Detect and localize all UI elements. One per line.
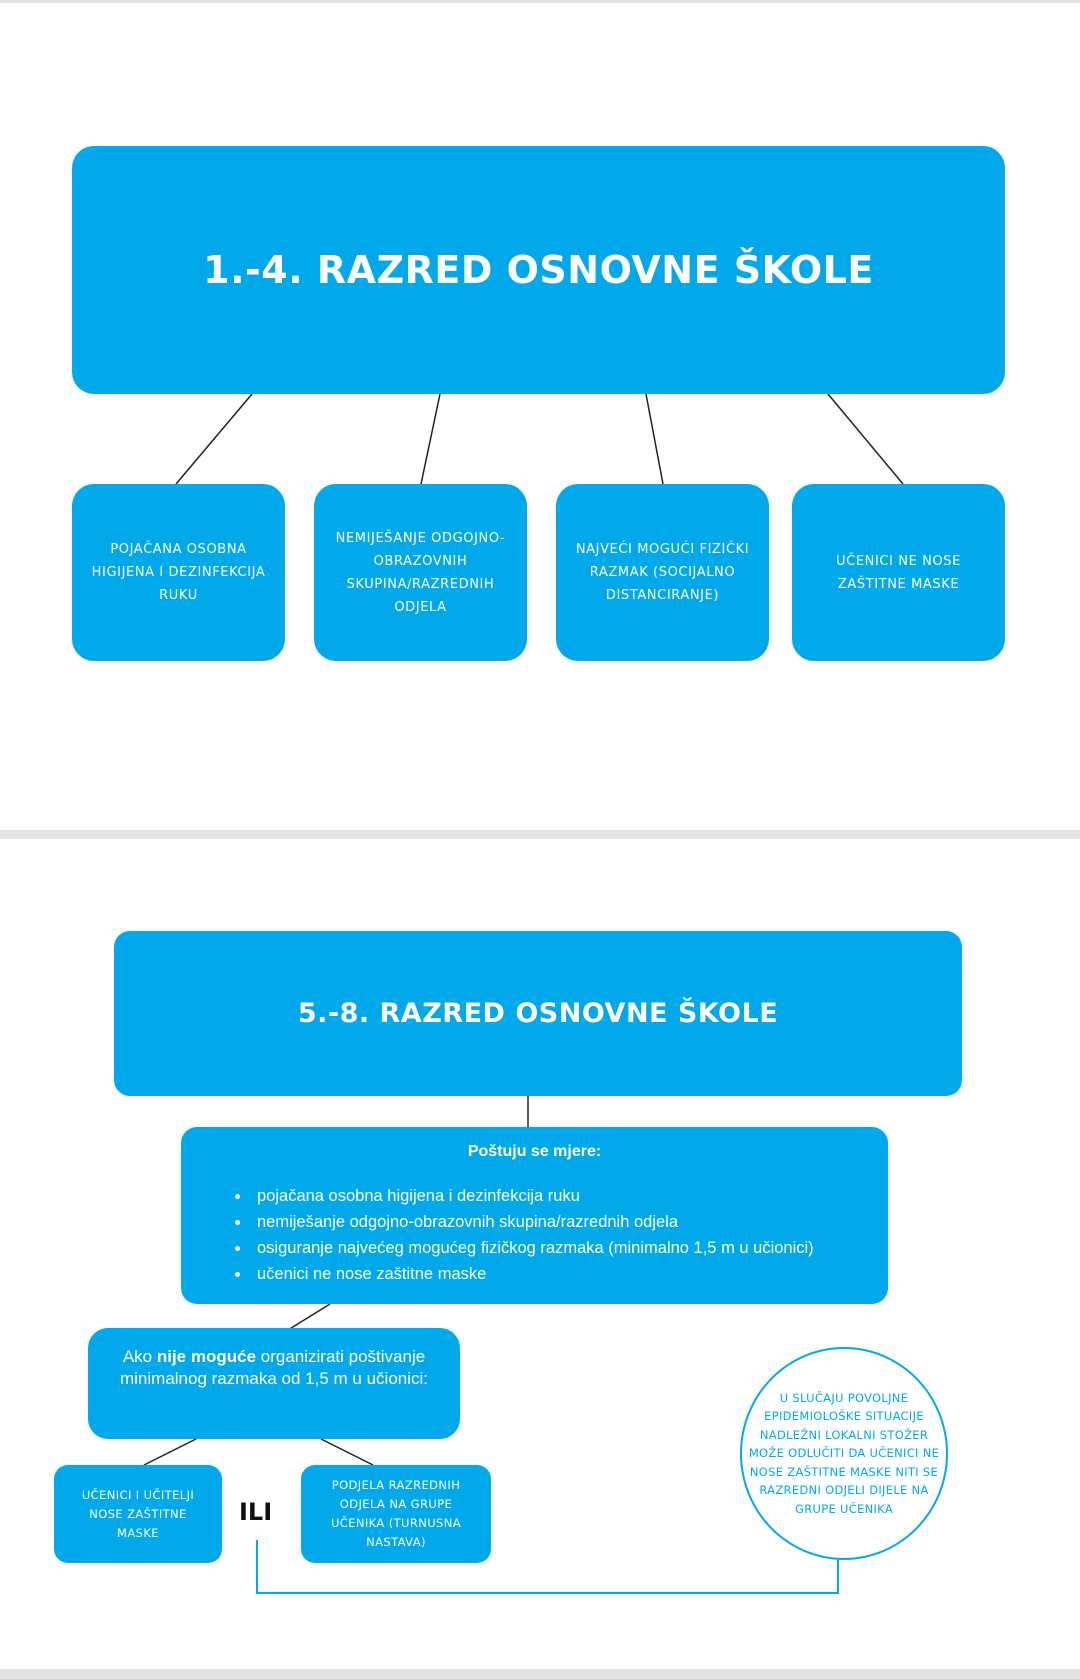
section1-box-label: UČENICI NE NOSE ZAŠTITNE MASKE — [836, 553, 961, 592]
measures-box: Poštuju se mjere: pojačana osobna higije… — [181, 1127, 888, 1304]
section1-title: 1.-4. RAZRED OSNOVNE ŠKOLE — [203, 248, 874, 292]
top-separator — [0, 0, 1080, 3]
section1-box-label: NAJVEĆI MOGUĆI FIZIČKI RAZMAK (SOCIJALNO… — [575, 542, 750, 603]
measures-list: pojačana osobna higijena i dezinfekcija … — [221, 1183, 848, 1287]
or-label: ILI — [239, 1498, 273, 1526]
measure-item: učenici ne nose zaštitne maske — [251, 1261, 848, 1287]
section1-title-box: 1.-4. RAZRED OSNOVNE ŠKOLE — [72, 146, 1005, 394]
section2-title: 5.-8. RAZRED OSNOVNE ŠKOLE — [297, 998, 779, 1029]
section1-box-hygiene: POJAČANA OSOBNA HIGIJENA I DEZINFEKCIJA … — [72, 484, 285, 661]
measures-title: Poštuju se mjere: — [467, 1143, 602, 1160]
option-split-label: PODJELA RAZREDNIH ODJELA NA GRUPE UČENIK… — [330, 1478, 462, 1549]
connector-line — [287, 1303, 331, 1331]
option-masks-box: UČENICI I UČITELJI NOSE ZAŠTITNE MASKE — [54, 1465, 222, 1563]
condition-text-bold: nije moguće — [156, 1347, 257, 1366]
section1-box-distance: NAJVEĆI MOGUĆI FIZIČKI RAZMAK (SOCIJALNO… — [556, 484, 769, 661]
section2-title-box: 5.-8. RAZRED OSNOVNE ŠKOLE — [114, 931, 962, 1096]
condition-text-pre: Ako — [122, 1347, 157, 1366]
condition-text-post: organizirati poštivanje minimalnog razma… — [119, 1347, 429, 1388]
connector-line — [320, 1438, 374, 1466]
connector-line — [175, 393, 253, 485]
option-split-box: PODJELA RAZREDNIH ODJELA NA GRUPE UČENIK… — [301, 1465, 491, 1563]
connector-line — [143, 1438, 197, 1466]
connector-line — [420, 393, 441, 485]
connector-line — [827, 393, 904, 485]
measure-item: nemiješanje odgojno-obrazovnih skupina/r… — [251, 1209, 848, 1235]
connector-line — [645, 393, 664, 485]
measure-item: pojačana osobna higijena i dezinfekcija … — [251, 1183, 848, 1209]
bottom-separator — [0, 1669, 1080, 1679]
measure-item: osiguranje najvećeg mogućeg fizičkog raz… — [251, 1235, 848, 1261]
section1-box-no-masks: UČENICI NE NOSE ZAŠTITNE MASKE — [792, 484, 1005, 661]
middle-separator — [0, 830, 1080, 839]
option-masks-label: UČENICI I UČITELJI NOSE ZAŠTITNE MASKE — [81, 1487, 195, 1540]
favorable-situation-circle: U SLUČAJU POVOLJNE EPIDEMIOLOŠKE SITUACI… — [740, 1347, 948, 1560]
section1-box-label: POJAČANA OSOBNA HIGIJENA I DEZINFEKCIJA … — [91, 542, 266, 603]
favorable-situation-text: U SLUČAJU POVOLJNE EPIDEMIOLOŠKE SITUACI… — [748, 1390, 940, 1516]
section1-box-no-mixing: NEMIJEŠANJE ODGOJNO-OBRAZOVNIH SKUPINA/R… — [314, 484, 527, 661]
condition-box: Ako nije moguće organizirati poštivanje … — [88, 1328, 460, 1439]
section1-box-label: NEMIJEŠANJE ODGOJNO-OBRAZOVNIH SKUPINA/R… — [335, 530, 506, 615]
